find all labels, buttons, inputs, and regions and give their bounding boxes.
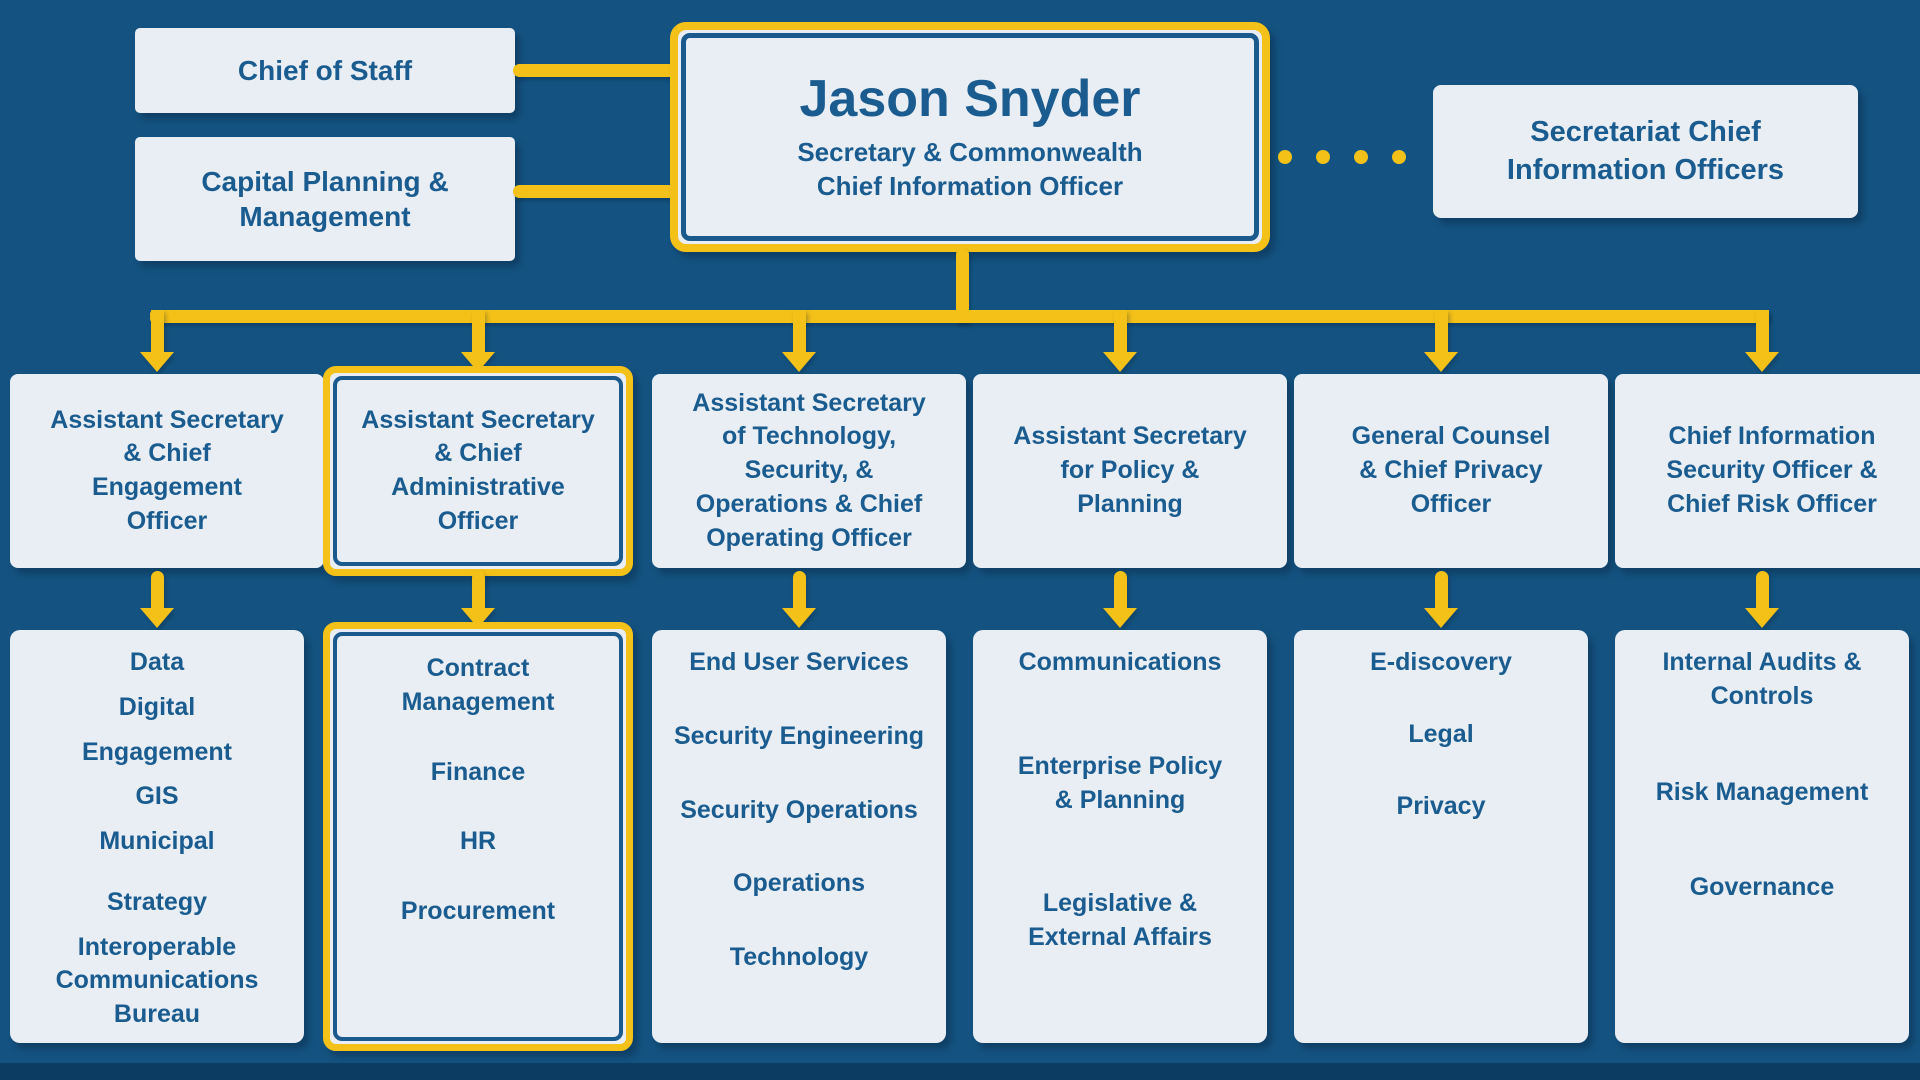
ceo-box: Jason Snyder Secretary & Commonwealth Ch… (670, 22, 1270, 252)
unit-item: Procurement (400, 897, 556, 925)
unit-item: HR (459, 827, 497, 856)
unit-item: Legislative & External Affairs (1028, 889, 1212, 951)
unit-item: Digital (118, 692, 196, 721)
unit-item: End User Services (689, 648, 909, 676)
unit-item: Data (129, 648, 185, 676)
column-title-engagement: Assistant Secretary & Chief Engagement O… (10, 374, 324, 568)
arrow-down-icon (461, 571, 495, 628)
arrow-down-icon (782, 310, 816, 372)
dot-icon (1354, 150, 1368, 164)
footer-strip (0, 1063, 1920, 1080)
arrow-down-icon (1745, 310, 1779, 372)
column-title-technology: Assistant Secretary of Technology, Secur… (652, 374, 966, 568)
arrow-down-icon (1103, 310, 1137, 372)
unit-item: Security Operations (680, 795, 918, 824)
column-title-policy: Assistant Secretary for Policy & Plannin… (973, 374, 1287, 568)
arrow-down-icon (1424, 310, 1458, 372)
connector-ceo-stem (956, 248, 969, 323)
unit-item: Governance (1689, 873, 1835, 902)
column-title-administrative: Assistant Secretary & Chief Administrati… (323, 366, 633, 576)
ceo-box-inner: Jason Snyder Secretary & Commonwealth Ch… (681, 33, 1259, 241)
arrow-down-icon (1745, 571, 1779, 628)
unit-item: Strategy (106, 887, 208, 916)
dot-icon (1392, 150, 1406, 164)
dotted-connector (1278, 150, 1406, 164)
unit-item: Internal Audits & Controls (1662, 648, 1862, 710)
ceo-name: Jason Snyder (799, 69, 1141, 128)
chief-of-staff-box: Chief of Staff (135, 28, 515, 113)
unit-item: Contract Management (401, 654, 555, 716)
unit-item: Finance (430, 757, 526, 786)
dot-icon (1278, 150, 1292, 164)
unit-item: Privacy (1396, 791, 1486, 820)
unit-item: E-discovery (1370, 648, 1512, 676)
arrow-down-icon (140, 571, 174, 628)
dot-icon (1316, 150, 1330, 164)
unit-item: Legal (1408, 719, 1474, 748)
unit-item: Technology (729, 943, 869, 971)
unit-item: Operations (733, 869, 865, 898)
arrow-down-icon (1424, 571, 1458, 628)
connector-distribution-line (150, 310, 1769, 323)
arrow-down-icon (461, 310, 495, 372)
arrow-down-icon (782, 571, 816, 628)
connector-chief-of-staff (513, 64, 676, 77)
unit-item: Communications (1018, 648, 1222, 676)
unit-item: Interoperable Communications Bureau (55, 932, 259, 1029)
column-title-ciso: Chief Information Security Officer & Chi… (1615, 374, 1920, 568)
unit-item: Risk Management (1655, 777, 1869, 806)
unit-item: Engagement (81, 737, 233, 766)
secretariat-cios-box: Secretariat Chief Information Officers (1433, 85, 1858, 218)
ceo-title: Secretary & Commonwealth Chief Informati… (797, 136, 1143, 201)
arrow-down-icon (1103, 571, 1137, 628)
unit-item: Municipal (99, 827, 215, 855)
arrow-down-icon (140, 310, 174, 372)
unit-item: GIS (135, 782, 179, 811)
column-title-counsel: General Counsel & Chief Privacy Officer (1294, 374, 1608, 568)
capital-planning-box: Capital Planning & Management (135, 137, 515, 261)
connector-capital-planning (513, 185, 676, 198)
unit-item: Security Engineering (673, 721, 925, 750)
unit-item: Enterprise Policy & Planning (1017, 751, 1223, 814)
